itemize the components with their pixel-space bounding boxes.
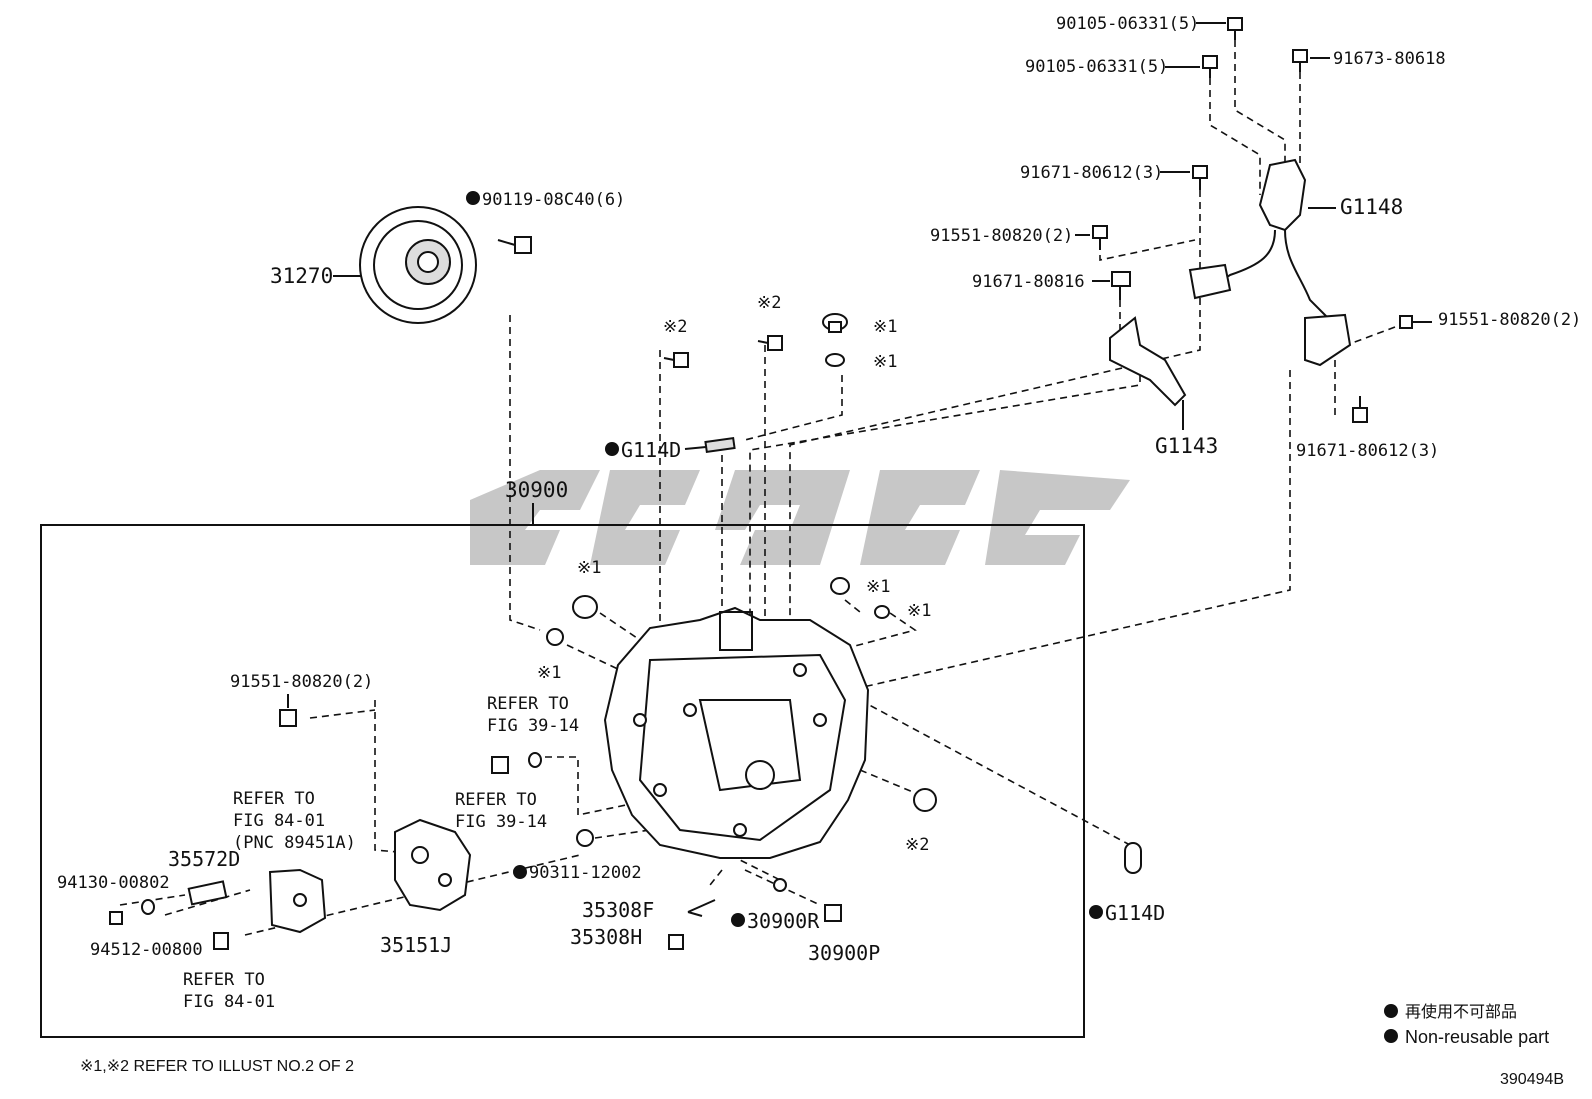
illustration-number: 390494B [1500, 1071, 1564, 1088]
label-91673: 91673-80618 [1333, 49, 1446, 69]
washer-30900r [773, 878, 787, 892]
washer-mark1-right [874, 605, 890, 619]
cap-g114d-bottom [1124, 842, 1142, 874]
label-g1148: G1148 [1340, 195, 1403, 219]
mark1-label-b: ※1 [873, 352, 897, 372]
label-91551-right: 91551-80820(2) [1438, 310, 1581, 330]
label-91671-80816: 91671-80816 [972, 272, 1085, 292]
bracket-g1143 [1109, 316, 1187, 407]
switch-35572d [187, 880, 228, 906]
refer-84-01-b-line2: FIG 84-01 [183, 992, 275, 1012]
bolt-91671-80612-right [1352, 396, 1368, 423]
assembly-frame [40, 524, 1085, 1038]
seal-mark2 [913, 788, 937, 812]
legend-en: Non-reusable part [1405, 1027, 1549, 1047]
non-reusable-dot-90311 [513, 865, 527, 879]
bolt-91673 [1292, 49, 1308, 72]
torque-damper-31270 [359, 206, 477, 324]
bolt-91551-left [279, 709, 297, 727]
shift-bracket-35151j [394, 818, 472, 912]
non-reusable-dot-90119 [466, 191, 480, 205]
label-94130: 94130-00802 [57, 873, 170, 893]
label-31270: 31270 [270, 264, 333, 288]
mark2-label-a: ※2 [663, 317, 687, 337]
refer-84-01-a-line3: (PNC 89451A) [233, 833, 356, 853]
mark1-label-a: ※1 [873, 317, 897, 337]
label-35308f: 35308F [582, 898, 654, 922]
non-reusable-dot-30900r [731, 913, 745, 927]
label-91551-top: 91551-80820(2) [930, 226, 1073, 246]
label-91671-80612-top: 91671-80612(3) [1020, 163, 1163, 183]
nut-94130 [109, 911, 123, 925]
mark1-label-c: ※1 [577, 558, 601, 578]
label-90311: 90311-12002 [529, 863, 642, 883]
label-90119: 90119-08C40(6) [482, 190, 625, 210]
mark1-label-f: ※1 [907, 601, 931, 621]
refer-39-14-b-line2: FIG 39-14 [455, 812, 547, 832]
refer-84-01-b-line1: REFER TO [183, 970, 265, 990]
label-30900r: 30900R [747, 909, 820, 933]
label-91671-80612-right: 91671-80612(3) [1296, 441, 1439, 461]
plug-30900p [824, 904, 842, 922]
label-94512: 94512-00800 [90, 940, 203, 960]
mark1-label-e: ※1 [866, 577, 890, 597]
label-91551-left: 91551-80820(2) [230, 672, 373, 692]
leader-g114d-top [684, 446, 707, 450]
bolt-35308h [668, 934, 684, 950]
bolt-refer-39-14 [491, 752, 542, 774]
label-30900: 30900 [505, 478, 568, 502]
refer-84-01-a-line1: REFER TO [233, 789, 315, 809]
bolt-90105-b [1202, 55, 1218, 78]
bolt-91551-top [1092, 225, 1108, 250]
label-30900p: 30900P [808, 941, 880, 965]
bolt-mark2-b [757, 335, 783, 351]
watermark-logo [470, 470, 1130, 565]
label-90105-a: 90105-06331(5) [1056, 14, 1199, 34]
clip-g114d-top [704, 436, 736, 454]
neutral-start-switch [268, 868, 327, 934]
refer-39-14-a-line2: FIG 39-14 [487, 716, 579, 736]
label-35308h: 35308H [570, 925, 642, 949]
pin-35308f [687, 899, 716, 917]
label-35151j: 35151J [380, 933, 452, 957]
label-90105-b: 90105-06331(5) [1025, 57, 1168, 77]
bolt-91551-right [1399, 315, 1432, 329]
plug-90311 [576, 829, 594, 847]
label-g114d-top: G114D [621, 438, 681, 462]
mark2-label-b: ※2 [757, 293, 781, 313]
bolt-mark2-a [663, 352, 689, 368]
legend-dot-en [1384, 1029, 1398, 1043]
mark1-label-d: ※1 [537, 663, 561, 683]
bolt-90105-a [1227, 17, 1243, 40]
wire-harness-g1148 [1188, 158, 1352, 367]
refer-84-01-a-line2: FIG 84-01 [233, 811, 325, 831]
legend-dot-jp [1384, 1004, 1398, 1018]
label-35572d: 35572D [168, 847, 240, 871]
seal-mark1-small [546, 628, 564, 646]
bolt-refer-84-01 [213, 932, 229, 950]
transaxle-housing [603, 606, 870, 859]
non-reusable-dot-g114d-top [605, 442, 619, 456]
plug-mark1 [822, 313, 848, 333]
non-reusable-dot-g114d-bottom [1089, 905, 1103, 919]
mark2-label-c: ※2 [905, 835, 929, 855]
bolt-90119 [497, 236, 532, 254]
label-g1143: G1143 [1155, 434, 1218, 458]
legend-jp: 再使用不可部品 [1405, 1002, 1517, 1021]
gasket-mark1-top [825, 353, 845, 367]
footnote: ※1,※2 REFER TO ILLUST NO.2 OF 2 [80, 1058, 354, 1075]
label-g114d-bottom: G114D [1105, 901, 1165, 925]
washer-94512 [141, 899, 155, 915]
plug-mark1-right [830, 577, 850, 595]
bolt-91671-80612-top [1192, 165, 1208, 190]
seal-mark1-large [572, 595, 598, 619]
refer-39-14-b-line1: REFER TO [455, 790, 537, 810]
refer-39-14-a-line1: REFER TO [487, 694, 569, 714]
bolt-91671-80816 [1111, 271, 1131, 300]
